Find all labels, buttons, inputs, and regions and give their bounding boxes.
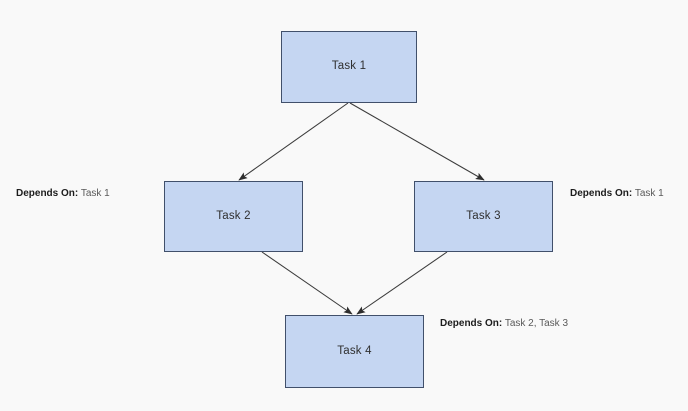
node-task-3[interactable]: Task 3	[414, 181, 553, 252]
depends-on-value: Task 1	[80, 188, 110, 199]
node-task-1[interactable]: Task 1	[281, 31, 417, 103]
edge-task2-task4	[261, 251, 353, 315]
depends-on-value: Task 2, Task 3	[504, 318, 569, 329]
depends-on-note-task-4: Depends On: Task 2, Task 3	[440, 318, 568, 330]
depends-on-note-task-2: Depends On: Task 1	[16, 188, 110, 200]
depends-on-label: Depends On:	[440, 318, 503, 329]
edge-task1-task3	[349, 102, 485, 181]
depends-on-label: Depends On:	[16, 188, 79, 199]
node-task-3-label: Task 3	[466, 209, 501, 222]
depends-on-label: Depends On:	[570, 188, 633, 199]
edge-task1-task2	[238, 102, 349, 181]
node-task-2-label: Task 2	[216, 209, 251, 222]
node-task-4-label: Task 4	[337, 344, 372, 357]
node-task-4[interactable]: Task 4	[285, 315, 424, 388]
node-task-2[interactable]: Task 2	[164, 181, 303, 252]
edge-task3-task4	[356, 251, 448, 315]
depends-on-note-task-3: Depends On: Task 1	[570, 188, 664, 200]
depends-on-value: Task 1	[634, 188, 664, 199]
node-task-1-label: Task 1	[331, 60, 367, 73]
